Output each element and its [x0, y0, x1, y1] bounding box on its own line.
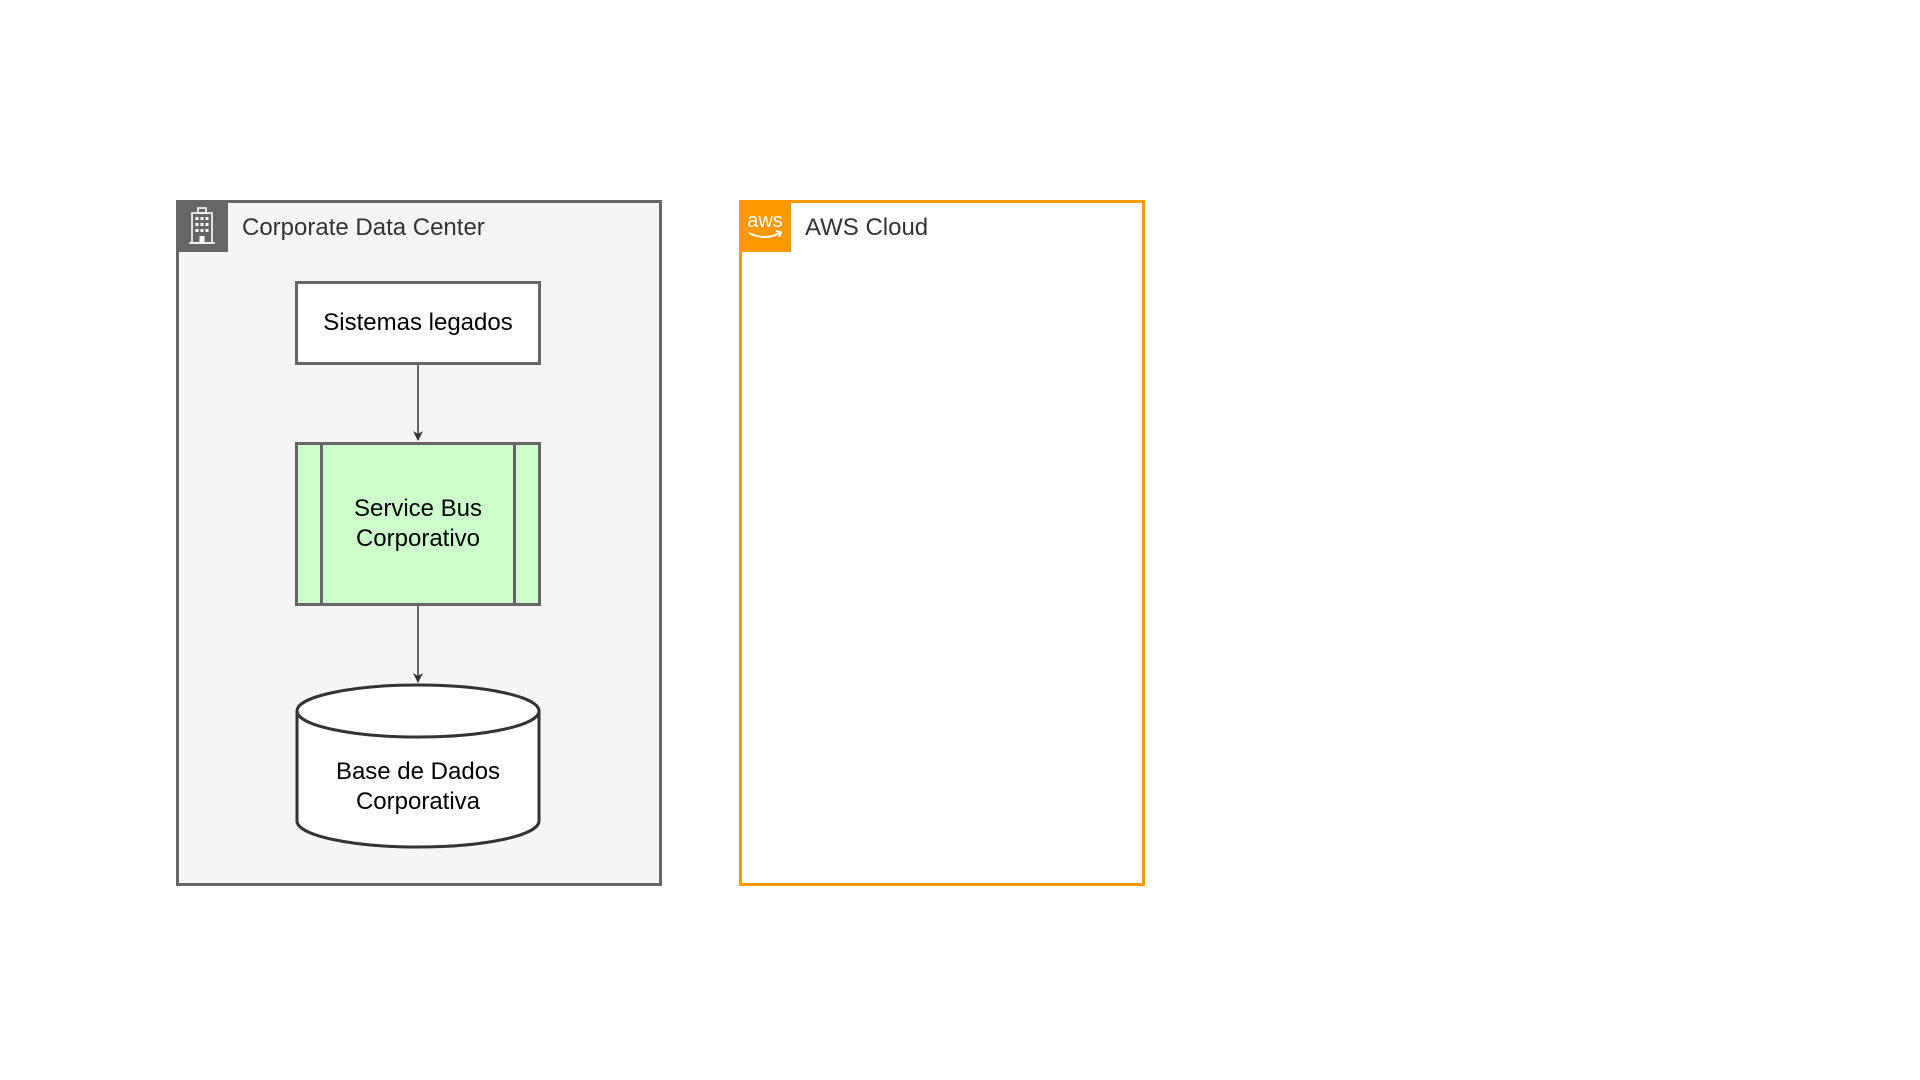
service-bus-right-bar — [513, 445, 516, 603]
database-cylinder-shape — [295, 683, 541, 849]
service-bus-left-bar — [320, 445, 323, 603]
aws-logo-text: aws — [747, 210, 783, 232]
service-bus-label: Service Bus Corporativo — [353, 495, 483, 552]
database-label-wrap: Base de Dados Corporativa — [295, 749, 541, 825]
service-bus-node[interactable]: Service Bus Corporativo — [295, 442, 541, 606]
legacy-systems-node[interactable]: Sistemas legados — [295, 281, 541, 365]
corporate-group-title: Corporate Data Center — [242, 214, 485, 241]
aws-cloud-group[interactable]: aws AWS Cloud — [739, 200, 1145, 886]
legacy-systems-label: Sistemas legados — [323, 309, 513, 336]
database-node[interactable]: Base de Dados Corporativa — [295, 683, 541, 849]
aws-logo-icon: aws — [739, 200, 791, 252]
database-label: Base de Dados Corporativa — [335, 758, 501, 815]
building-icon — [176, 200, 228, 252]
aws-group-title: AWS Cloud — [805, 214, 929, 241]
